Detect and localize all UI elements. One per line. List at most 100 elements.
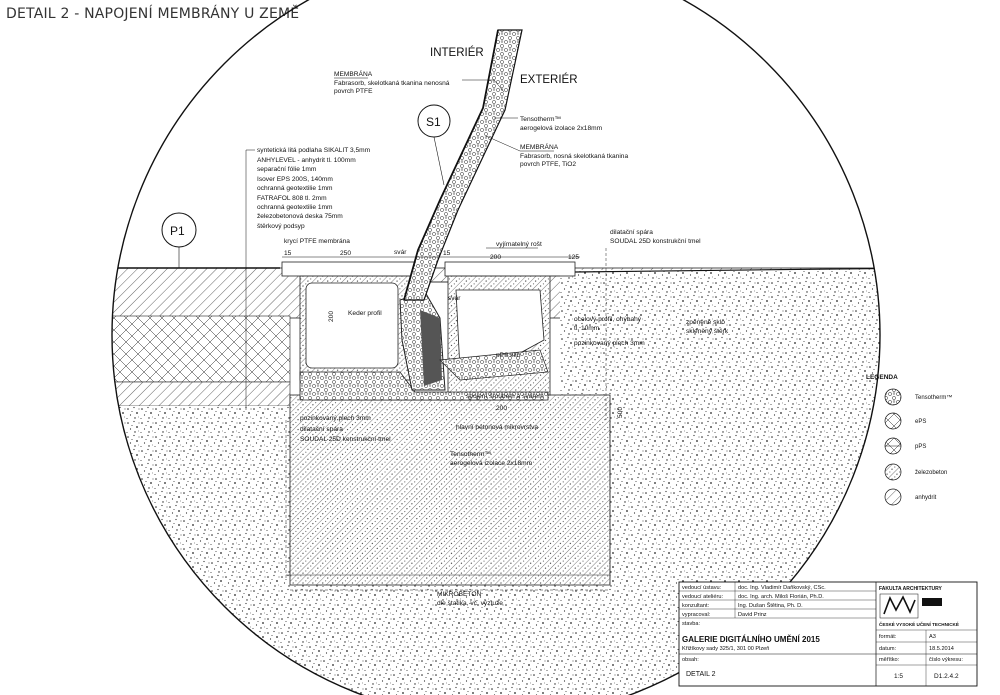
galv-sheet-label: pozinkovaný plech 3mm	[574, 340, 645, 347]
dim-200c: 200	[496, 405, 507, 412]
number-value: D1.2.4.2	[934, 673, 959, 680]
legend-item-anhydrite: anhydrit	[884, 488, 937, 506]
tensotherm-line2: aerogelová izolace 2x18mm	[520, 125, 603, 132]
concrete-label: MIKROBETON	[437, 591, 481, 598]
keder-label: Keder profil	[348, 310, 382, 317]
steel-profile-label-1: ocelový profil, ohýbaný	[574, 316, 642, 323]
membrane-top-note: MEMBRÁNA Fabrasorb, skelotkaná tkanina n…	[334, 69, 505, 95]
tb-label-5: stavba:	[682, 621, 700, 627]
school-line-1: FAKULTA ARCHITEKTURY	[879, 586, 943, 592]
tb-value-2: doc. Ing. arch. Miloš Florián, Ph.D.	[738, 594, 824, 600]
layer-5: ochranná geotextilie 1mm	[257, 185, 333, 192]
dim-15a: 15	[284, 250, 292, 257]
bitumen-label: hlavní betonová mikrovrstva	[456, 424, 538, 431]
content-value: DETAIL 2	[686, 671, 716, 678]
concrete-label-2: dle statika, vč. výztuže	[437, 600, 503, 607]
hatch-dots-circle-icon	[884, 463, 902, 481]
dimension-line: 15 250 200 125 15 200 200 500	[282, 250, 624, 418]
scale-label: měřítko:	[879, 657, 900, 663]
dotted-circle-icon	[884, 388, 902, 406]
layer-6: FATRAFOL 808 tl. 2mm	[257, 195, 327, 202]
tb-label-3: konzultant:	[682, 603, 709, 609]
content-label: obsah:	[682, 657, 699, 663]
tensotherm2-line1: Tensotherm™	[450, 451, 491, 458]
expansion-joint-label: SOUDAL 25D konstrukční tmel	[610, 238, 701, 245]
legend-item-eps: ePS	[884, 412, 926, 430]
legend-heading: LEGENDA	[866, 374, 898, 381]
upper-annotations: krycí PTFE membrána svár vyjímatelný roš…	[284, 229, 701, 256]
tb-value-4: David Prinz	[738, 612, 767, 618]
tensotherm-line1: Tensotherm™	[520, 116, 561, 123]
tb-label-1: vedoucí ústavu:	[682, 585, 722, 591]
dim-500: 500	[617, 407, 624, 418]
tb-label-2: vedoucí ateliéru:	[682, 594, 723, 600]
tb-value-3: Ing. Dušan Štětina, Ph. D.	[738, 602, 803, 609]
legend: LEGENDA Tensotherm™ ePS pPS železobeton …	[866, 374, 952, 506]
dim-15b: 15	[443, 250, 451, 257]
cover-membrane-label: krycí PTFE membrána	[284, 238, 350, 245]
number-label: číslo výkresu:	[929, 657, 963, 663]
legend-item-concrete: železobeton	[884, 463, 947, 481]
membrane-top-line2: povrch PTFE	[334, 88, 373, 95]
legend-label-5: anhydrit	[915, 495, 937, 501]
foam-glass-label: zpěněné sklo	[686, 319, 725, 326]
tb-value-1: doc. Ing. Vladimír Daňkovský, CSc.	[738, 585, 826, 591]
expansion-joint-heading: dilatační spára	[610, 229, 653, 236]
format-label: formát:	[879, 634, 897, 640]
layer-9: štěrkový podsyp	[257, 223, 305, 230]
dim-200b: 200	[328, 311, 335, 322]
membrane-outer-line1: Fabrasorb, nosná skelotkaná tkanina	[520, 153, 628, 160]
membrane-outer-note: MEMBRÁNA Fabrasorb, nosná skelotkaná tka…	[485, 135, 628, 168]
dim-200a: 200	[490, 254, 501, 261]
marker-s1: S1	[417, 104, 451, 186]
dim-125: 125	[568, 254, 579, 261]
project-address: Křižíkovy sady 325/1, 301 00 Plzeň	[682, 646, 769, 652]
detail-circle	[111, 0, 881, 695]
legend-label-1: Tensotherm™	[915, 394, 952, 401]
project-title: GALERIE DIGITÁLNÍHO UMĚNÍ 2015	[682, 635, 820, 644]
hatch-circle-icon	[884, 488, 902, 506]
legend-label-3: pPS	[915, 444, 926, 450]
legend-item-pps: pPS	[884, 437, 926, 455]
bolt-label: spojení šroubem a svárem	[466, 393, 544, 400]
marker-s1-label: S1	[426, 115, 441, 129]
membrane-outer-line2: povrch PTFE, TiO2	[520, 161, 576, 168]
section-annotations: Keder profil svár ocelový profil, ohýban…	[300, 295, 729, 607]
membrane-wall	[403, 29, 523, 301]
tb-label-4: vypracoval:	[682, 612, 711, 618]
cross-circle-icon	[884, 412, 902, 430]
school-logo	[879, 593, 942, 619]
marker-p1-label: P1	[170, 224, 185, 238]
sheet-label: pozinkovaný plech 3mm	[300, 415, 371, 422]
grate-label: vyjímatelný rošt	[496, 241, 542, 248]
legend-label-4: železobeton	[915, 470, 947, 476]
steel-profile-label-2: tl. 10mm	[574, 325, 600, 332]
zone-interior: INTERIÉR	[430, 46, 484, 59]
membrane-outer-heading: MEMBRÁNA	[520, 142, 559, 151]
layer-1: syntetická litá podlaha SIKALIT 3,5mm	[257, 147, 371, 154]
weld2-label: svár	[448, 295, 461, 302]
page-title: DETAIL 2 - NAPOJENÍ MEMBRÁNY U ZEMĚ	[6, 6, 300, 22]
pps-wedge-label: pPS klín	[496, 352, 521, 359]
layer-4: Isover EPS 200S, 140mm	[257, 176, 333, 183]
layer-list: syntetická litá podlaha SIKALIT 3,5mm AN…	[245, 147, 371, 410]
weld-label: svár	[394, 249, 407, 256]
tensotherm2-line2: aerogelová izolace 2x18mm	[450, 460, 533, 467]
date-value: 18.5.2014	[929, 646, 954, 652]
layer-3: separační fólie 1mm	[257, 166, 317, 173]
marker-p1: P1	[161, 212, 197, 268]
tensotherm-note: Tensotherm™ aerogelová izolace 2x18mm	[494, 116, 603, 132]
joint2-label: SOUDAL 25D konstrukční tmel	[300, 436, 391, 443]
legend-label-2: ePS	[915, 419, 926, 425]
layer-2: ANHYLEVEL - anhydrit tl. 100mm	[257, 157, 356, 164]
glass-gravel-label: skleněný štěrk	[686, 328, 729, 335]
layer-8: železobetonová deska 75mm	[257, 213, 343, 220]
joint2-heading: dilatační spára	[300, 426, 343, 433]
dim-250: 250	[340, 250, 351, 257]
school-line-2: ČESKÉ VYSOKÉ UČENÍ TECHNICKÉ	[879, 620, 959, 627]
zone-exterior: EXTERIÉR	[520, 73, 578, 86]
membrane-top-heading: MEMBRÁNA	[334, 69, 373, 78]
title-block: vedoucí ústavu: doc. Ing. Vladimír Daňko…	[678, 581, 978, 687]
membrane-top-line1: Fabrasorb, skelotkaná tkanina nenosná	[334, 80, 450, 87]
